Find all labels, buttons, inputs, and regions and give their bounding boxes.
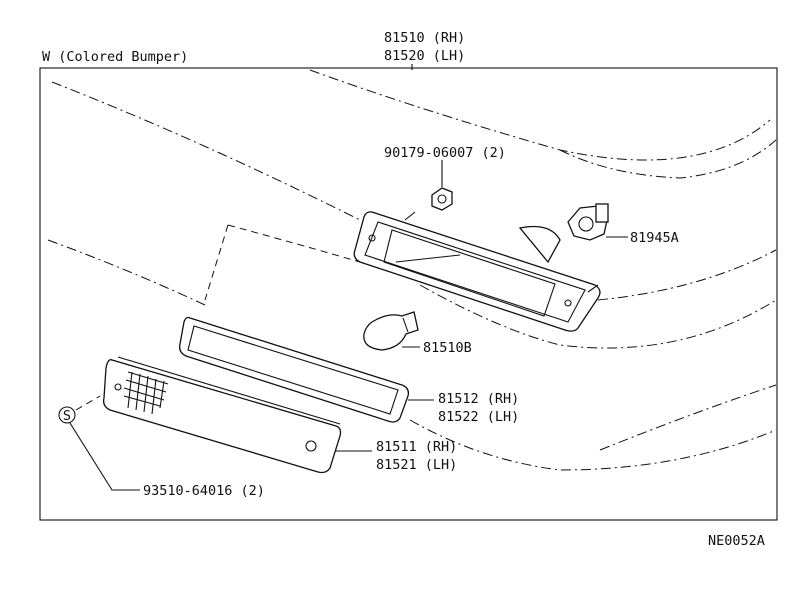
diagram-code: NE0052A xyxy=(708,533,765,549)
assembly-rh-label: 81510 (RH) xyxy=(384,30,465,46)
bumper-outline xyxy=(47,69,777,471)
gasket-lh-label: 81522 (LH) xyxy=(438,409,519,425)
bulb-label: 81510B xyxy=(423,340,472,356)
assembly-lh-label: 81520 (LH) xyxy=(384,48,465,64)
screw-label: 93510-64016 (2) xyxy=(143,483,265,499)
socket-icon xyxy=(567,203,609,241)
lens-icon xyxy=(102,356,342,474)
diagram-frame xyxy=(39,67,778,521)
variant-label: W (Colored Bumper) xyxy=(42,49,188,65)
nut-label: 90179-06007 (2) xyxy=(384,145,506,161)
lamp-housing xyxy=(353,211,601,332)
lens-rh-label: 81511 (RH) xyxy=(376,439,457,455)
screw-leader xyxy=(69,422,140,491)
screw-marker-text: S xyxy=(63,408,71,424)
nut-icon xyxy=(431,187,453,211)
gasket-icon xyxy=(178,316,410,423)
lens-lh-label: 81521 (LH) xyxy=(376,457,457,473)
lens-grid xyxy=(123,371,169,415)
screw-marker-icon xyxy=(58,406,76,424)
bulb-icon xyxy=(363,311,419,351)
screw-dashed-leader xyxy=(75,395,101,411)
socket-label: 81945A xyxy=(630,230,679,246)
gasket-rh-label: 81512 (RH) xyxy=(438,391,519,407)
